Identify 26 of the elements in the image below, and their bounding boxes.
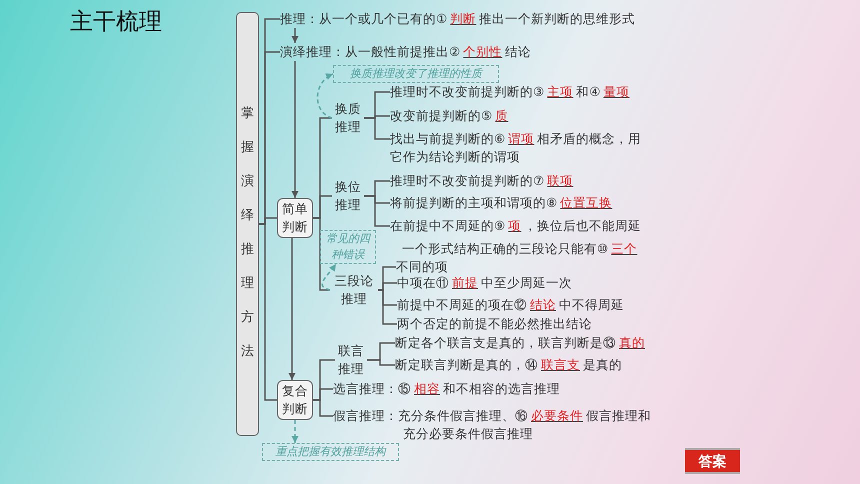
- handwritten-note: 重点把握有效推理结构: [262, 443, 399, 461]
- connector-line: [313, 399, 333, 417]
- arrow: [292, 28, 298, 43]
- dashed-arrow: [292, 420, 298, 443]
- dashed-arrow: [316, 73, 334, 119]
- category-box: 复合判断: [277, 380, 313, 420]
- vertical-title-bar: 掌握演绎推理方法: [236, 12, 259, 436]
- branch-label: 换位推理: [332, 178, 364, 214]
- connector-line: [367, 359, 395, 366]
- branch-label: 三段论推理: [330, 272, 378, 308]
- connector-line: [313, 217, 330, 291]
- slide-title: 主干梳理: [70, 8, 162, 37]
- arrow: [292, 61, 298, 198]
- category-box: 简单判断: [277, 198, 313, 238]
- branch-label: 联言推理: [335, 342, 367, 378]
- connector-line: [364, 195, 390, 227]
- arrow: [288, 238, 296, 380]
- connector-line: [378, 289, 397, 325]
- handwritten-note: 常见的四种错误: [320, 230, 376, 264]
- dashed-arrow: [322, 264, 337, 291]
- rule-text: 两个否定的前提不能必然推出结论: [397, 315, 697, 333]
- handwritten-note: 换质推理改变了推理的性质: [333, 65, 499, 83]
- answer-button: 答案: [685, 448, 740, 474]
- branch-label: 换质推理: [332, 100, 364, 136]
- connector-line: [259, 223, 277, 401]
- connector-line: [364, 117, 390, 140]
